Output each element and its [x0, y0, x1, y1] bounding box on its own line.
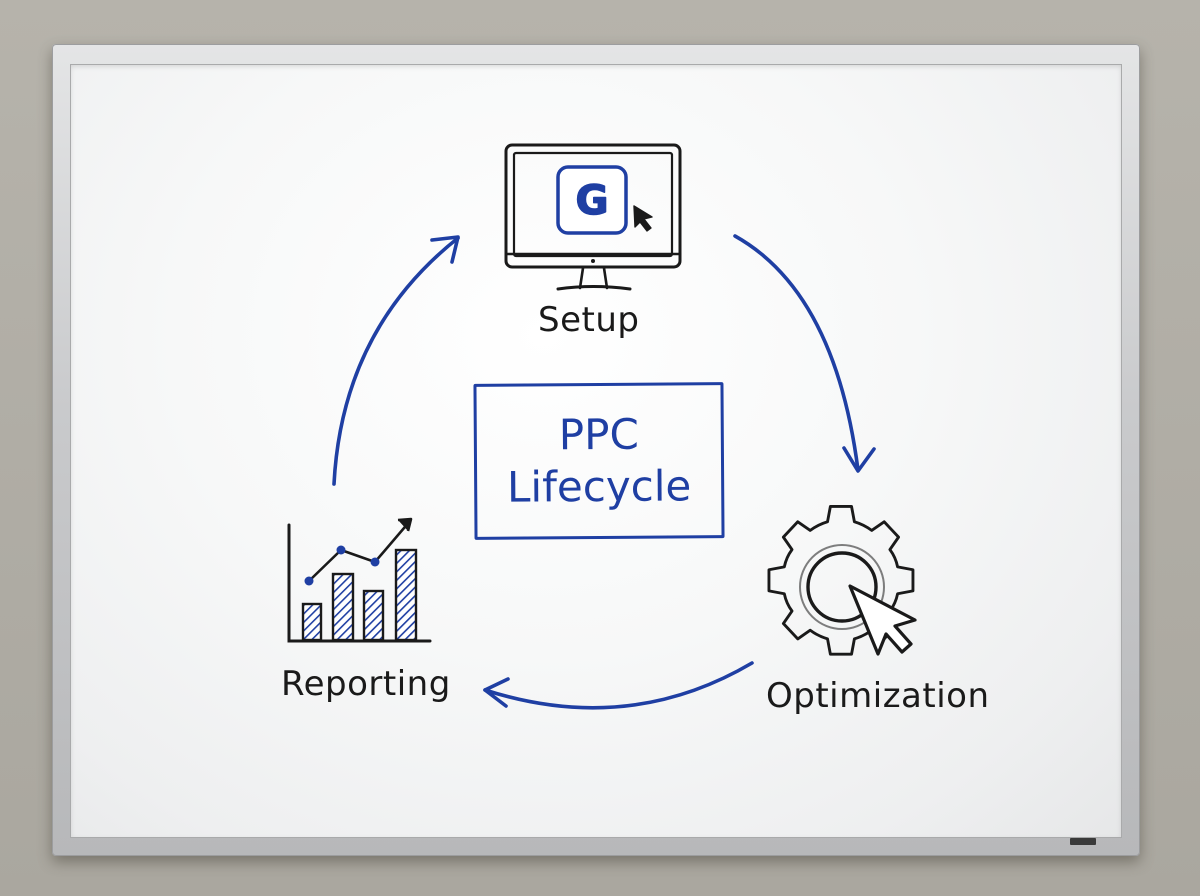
arrow-reporting-to-setup — [332, 236, 460, 486]
stage-label-setup: Setup — [538, 300, 640, 340]
arrow-setup-to-optimization — [733, 234, 860, 472]
gear-cursor-icon — [767, 504, 917, 656]
center-title-line-2: Lifecycle — [506, 461, 692, 512]
monitor-logo: G — [575, 177, 609, 225]
bar-chart-trend-icon — [287, 517, 432, 643]
center-title-line-1: PPC — [558, 409, 639, 460]
cycle-arrows — [332, 234, 876, 710]
report-bar-1 — [301, 602, 323, 642]
report-bar-4 — [394, 548, 418, 642]
stage-label-optimization: Optimization — [766, 676, 990, 716]
arrow-optimization-to-reporting — [483, 661, 754, 710]
report-bar-3 — [362, 589, 385, 642]
center-title-box: PPC Lifecycle — [473, 382, 725, 540]
stage-label-reporting: Reporting — [281, 664, 451, 704]
monitor-logo-letter: G — [576, 178, 609, 224]
frame-label-tag — [1070, 838, 1096, 845]
monitor-google-icon: G — [504, 143, 682, 291]
report-bar-2 — [331, 572, 355, 642]
